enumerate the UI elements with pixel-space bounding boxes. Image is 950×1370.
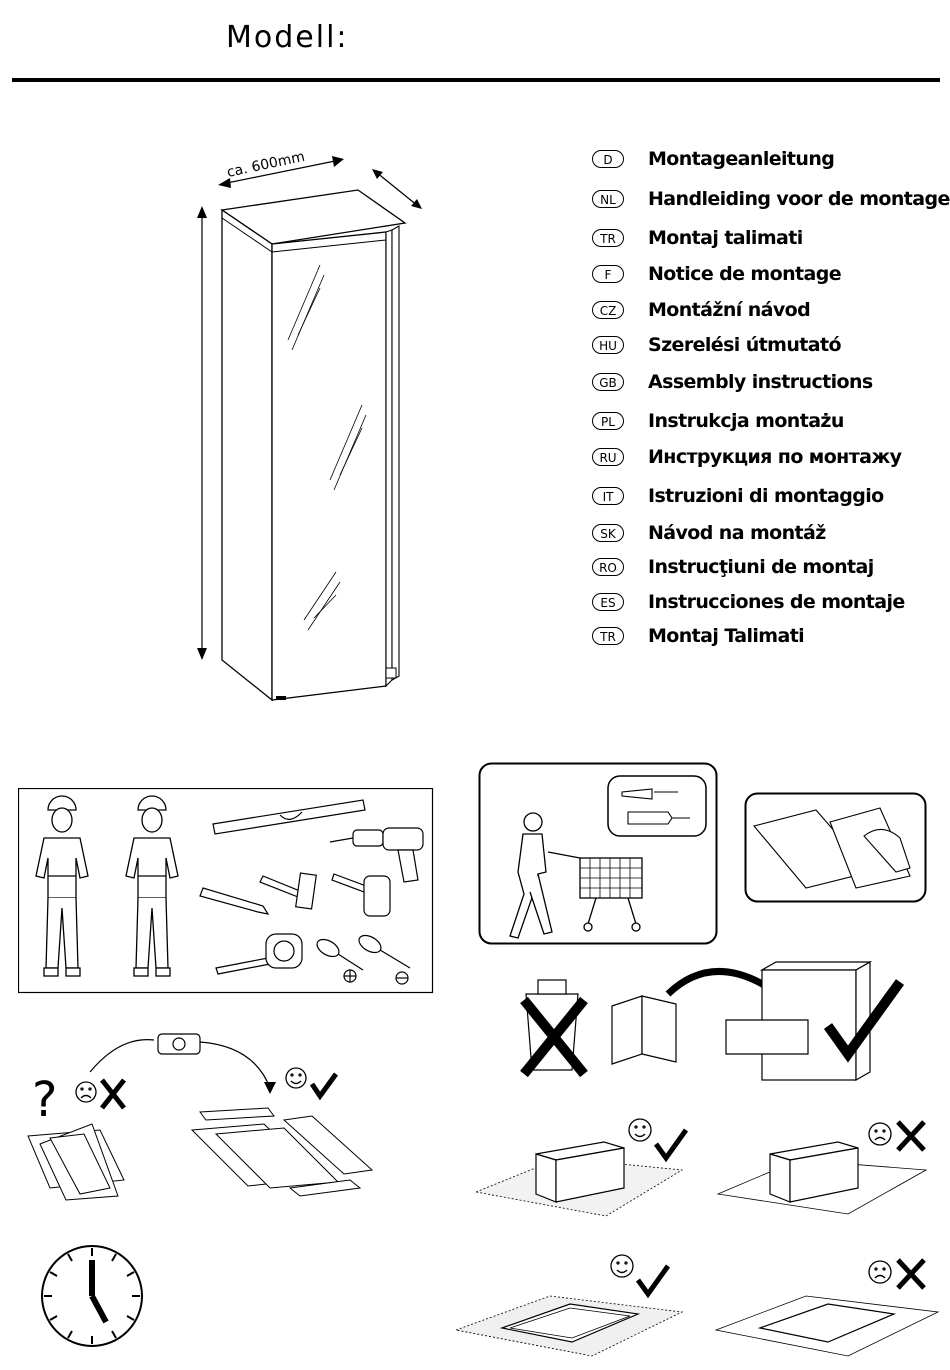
language-code-badge: HU bbox=[592, 336, 624, 354]
cleaning-panel bbox=[744, 792, 927, 903]
happy-face-icon bbox=[628, 1118, 652, 1142]
language-code-badge: NL bbox=[592, 190, 624, 208]
language-code-badge: D bbox=[592, 150, 624, 168]
language-code-badge: IT bbox=[592, 487, 624, 505]
language-code-badge: SK bbox=[592, 524, 624, 542]
language-item: TR Montaj talimati bbox=[592, 227, 803, 249]
language-item: PL Instrukcja montażu bbox=[592, 410, 844, 432]
language-item: GB Assembly instructions bbox=[592, 371, 873, 393]
check-icon bbox=[823, 979, 905, 1063]
cross-icon bbox=[896, 1258, 926, 1290]
mat-protection-ok bbox=[454, 1254, 684, 1357]
manual-icon bbox=[611, 995, 677, 1065]
phillips-screwdriver-icon bbox=[316, 938, 364, 983]
happy-face-icon bbox=[610, 1254, 634, 1278]
pencil-icon bbox=[199, 887, 270, 915]
language-title: Montaj Talimati bbox=[648, 625, 805, 647]
language-title: Instrukcja montażu bbox=[648, 410, 844, 432]
language-item: HU Szerelési útmutató bbox=[592, 334, 842, 356]
language-title: Szerelési útmutató bbox=[648, 334, 842, 356]
language-code-badge: TR bbox=[592, 627, 624, 645]
language-code-badge: RU bbox=[592, 448, 624, 466]
language-code-badge: CZ bbox=[592, 301, 624, 319]
check-icon bbox=[653, 1128, 689, 1163]
keep-manual-illustration bbox=[520, 960, 905, 1082]
cleaning-cloth-icon bbox=[753, 807, 911, 889]
language-code-badge: RO bbox=[592, 558, 624, 576]
language-code-badge: ES bbox=[592, 593, 624, 611]
language-title: Montaj talimati bbox=[648, 227, 803, 249]
spirit-level-icon bbox=[212, 799, 366, 835]
question-mark: ? bbox=[32, 1072, 57, 1128]
language-code-badge: TR bbox=[592, 229, 624, 247]
language-item: TR Montaj Talimati bbox=[592, 625, 805, 647]
floor-with-mat-ok bbox=[474, 1118, 689, 1217]
language-code-badge: PL bbox=[592, 412, 624, 430]
mallet-icon bbox=[331, 873, 391, 917]
sort-parts-illustration: ? bbox=[27, 1033, 374, 1201]
screws-callout bbox=[607, 775, 707, 837]
sad-face-icon bbox=[75, 1081, 97, 1103]
language-item: IT Istruzioni di montaggio bbox=[592, 485, 884, 507]
shopping-panel bbox=[478, 762, 718, 945]
width-label: ca. 600mm bbox=[226, 149, 307, 181]
language-title: Notice de montage bbox=[648, 263, 842, 285]
sad-face-icon bbox=[868, 1122, 892, 1146]
worker-icon bbox=[35, 795, 89, 977]
language-item: CZ Montážní návod bbox=[592, 299, 811, 321]
language-item: F Notice de montage bbox=[592, 263, 842, 285]
language-title: Istruzioni di montaggio bbox=[648, 485, 884, 507]
shopping-cart-icon bbox=[509, 812, 643, 939]
language-title: Инструкция по монтажу bbox=[648, 446, 902, 468]
language-item: ES Instrucciones de montaje bbox=[592, 591, 905, 613]
tape-measure-icon bbox=[215, 933, 303, 975]
language-title: Instrucţiuni de montaj bbox=[648, 556, 874, 578]
language-item: NL Handleiding voor de montage bbox=[592, 188, 950, 210]
title-divider bbox=[12, 78, 940, 82]
clock-icon bbox=[41, 1245, 143, 1347]
mat-protection-bad bbox=[714, 1258, 940, 1357]
language-item: SK Návod na montáž bbox=[592, 522, 826, 544]
check-icon bbox=[635, 1264, 671, 1299]
language-title: Instrucciones de montaje bbox=[648, 591, 905, 613]
cabinet-illustration: ca. 600mm bbox=[197, 149, 422, 702]
cross-icon bbox=[520, 996, 588, 1078]
telephone-icon bbox=[157, 1033, 201, 1055]
language-title: Montageanleitung bbox=[648, 148, 835, 170]
check-icon bbox=[309, 1072, 339, 1101]
language-title: Montážní návod bbox=[648, 299, 811, 321]
page-title: Modell: bbox=[226, 20, 349, 55]
language-code-badge: F bbox=[592, 265, 624, 283]
language-item: D Montageanleitung bbox=[592, 148, 835, 170]
cross-icon bbox=[896, 1120, 926, 1152]
language-code-badge: GB bbox=[592, 373, 624, 391]
happy-face-icon bbox=[285, 1067, 307, 1089]
language-item: RU Инструкция по монтажу bbox=[592, 446, 902, 468]
worker-icon bbox=[125, 795, 179, 977]
hammer-icon bbox=[259, 872, 317, 910]
language-title: Handleiding voor de montage bbox=[648, 188, 950, 210]
filing-cabinet-icon bbox=[725, 960, 873, 1082]
sad-face-icon bbox=[868, 1260, 892, 1284]
workers-and-tools-panel bbox=[18, 788, 434, 994]
language-item: RO Instrucţiuni de montaj bbox=[592, 556, 874, 578]
drill-icon bbox=[329, 827, 424, 883]
floor-without-mat-bad bbox=[716, 1120, 928, 1215]
language-title: Assembly instructions bbox=[648, 371, 873, 393]
language-title: Návod na montáž bbox=[648, 522, 826, 544]
cross-icon bbox=[100, 1078, 126, 1110]
flat-screwdriver-icon bbox=[358, 934, 411, 985]
